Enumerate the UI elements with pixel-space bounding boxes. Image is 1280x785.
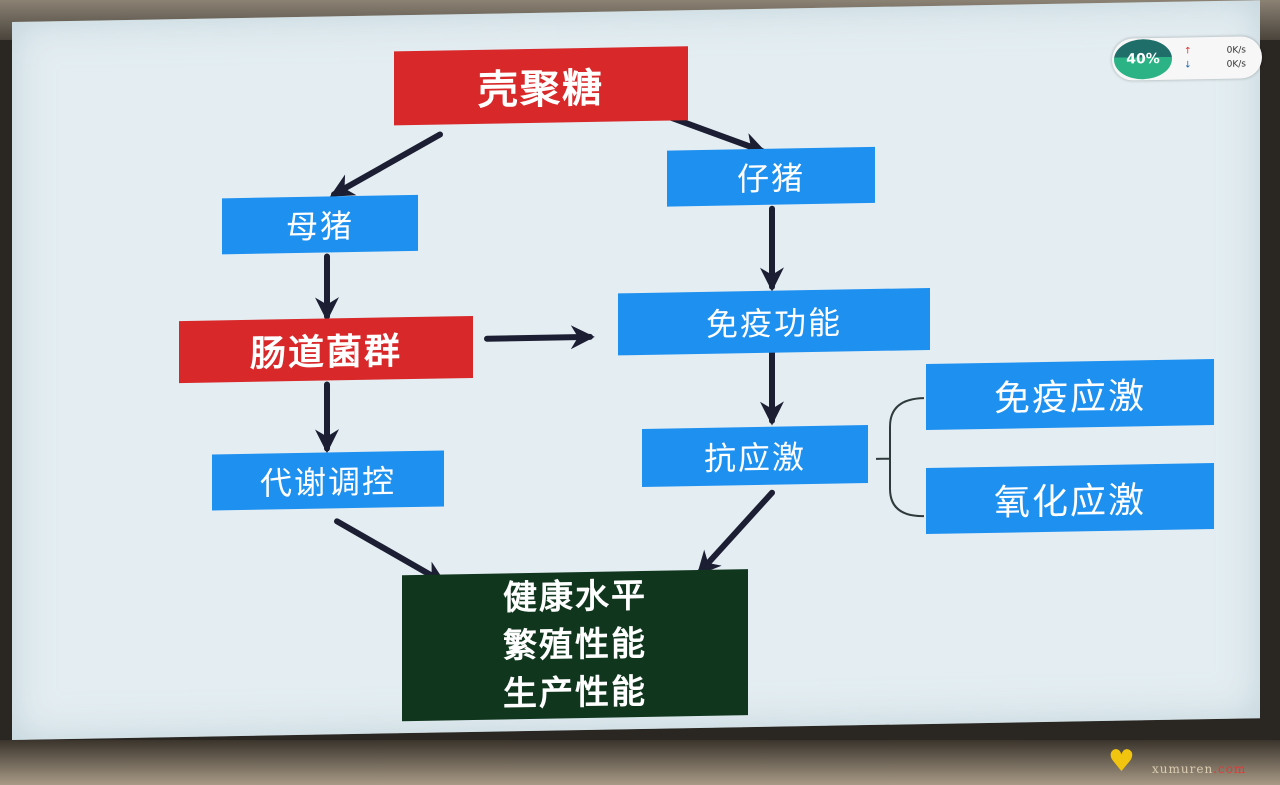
- box-immune-function: 免疫功能: [618, 288, 930, 355]
- box-metabolic-regulation: 代谢调控: [212, 450, 444, 510]
- outcome-reproduction: 繁殖性能: [503, 620, 647, 671]
- box-root: 壳聚糖: [394, 46, 688, 125]
- outcome-production: 生产性能: [503, 668, 647, 719]
- download-arrow-icon: ↓: [1184, 60, 1198, 70]
- projection-screen: 壳聚糖 母猪 仔猪 肠道菌群 免疫功能 代谢调控 抗应激 免疫应激 氧化应激 健…: [12, 0, 1260, 740]
- outcome-health: 健康水平: [503, 572, 647, 623]
- arrow-metabolic-to-outcome: [337, 519, 442, 583]
- arrow-root-to-sow: [334, 135, 440, 195]
- download-speed: 0K/s: [1227, 59, 1246, 69]
- watermark-heart-icon: ♥: [1108, 744, 1135, 779]
- floor-background: [0, 740, 1280, 785]
- download-row: ↓ 0K/s: [1184, 59, 1258, 70]
- box-outcomes: 健康水平 繁殖性能 生产性能: [402, 569, 748, 721]
- box-anti-stress: 抗应激: [642, 425, 868, 487]
- box-immune-stress: 免疫应激: [926, 359, 1214, 430]
- bracket-stress: [876, 398, 924, 517]
- watermark-domain-main: xumuren: [1152, 762, 1213, 776]
- box-gut-flora: 肠道菌群: [179, 316, 473, 383]
- arrow-antistress-to-outcome: [700, 493, 772, 572]
- watermark-domain: xumuren.com: [1152, 762, 1246, 776]
- box-sow: 母猪: [222, 195, 418, 254]
- box-piglet: 仔猪: [667, 147, 875, 207]
- box-oxidative-stress: 氧化应激: [926, 463, 1214, 534]
- upload-speed: 0K/s: [1227, 45, 1246, 55]
- usage-percent: 40%: [1114, 39, 1172, 80]
- upload-arrow-icon: ↑: [1184, 46, 1198, 56]
- arrow-gutflora-to-immune: [487, 337, 590, 339]
- network-speed-widget[interactable]: 40% ↑ 0K/s ↓ 0K/s: [1112, 36, 1262, 81]
- watermark-domain-suffix: .com: [1213, 762, 1246, 776]
- upload-row: ↑ 0K/s: [1184, 45, 1258, 56]
